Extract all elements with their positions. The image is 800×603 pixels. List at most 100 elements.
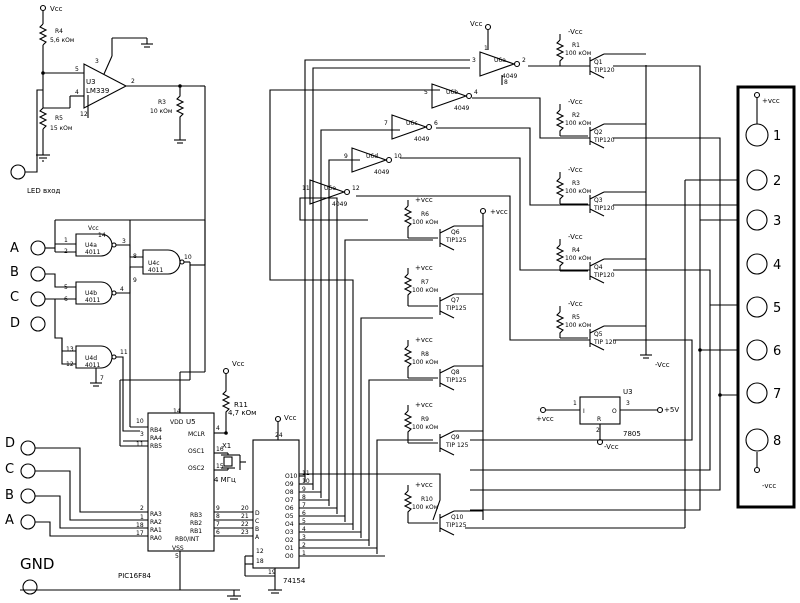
resistor-ref: R1 bbox=[572, 42, 580, 49]
svg-text:11: 11 bbox=[120, 349, 128, 356]
plus-vcc-label: +vcc bbox=[415, 196, 433, 204]
decoder-output-name: O3 bbox=[285, 529, 294, 536]
resistor-r11 bbox=[221, 373, 231, 433]
inverter-out-pin: 12 bbox=[352, 185, 360, 192]
r5-value: 15 кОм bbox=[50, 125, 72, 132]
transistor-part: TIP 120 bbox=[593, 339, 617, 346]
connector-pin-6[interactable] bbox=[746, 339, 768, 361]
minus-vcc-label: -Vcc bbox=[568, 98, 583, 106]
resistor-ref: R4 bbox=[572, 247, 580, 254]
resistor-value: 100 кОм bbox=[412, 219, 438, 226]
vcc-terminal-icon bbox=[479, 207, 487, 215]
svg-text:I: I bbox=[583, 408, 585, 415]
r5-ref: R5 bbox=[55, 115, 63, 122]
svg-text:1: 1 bbox=[573, 400, 577, 407]
gnd-jack[interactable] bbox=[22, 579, 38, 595]
connector-pin-7[interactable] bbox=[746, 382, 768, 404]
input-jack-a[interactable] bbox=[30, 240, 46, 256]
mcu-input-jack-b[interactable] bbox=[20, 488, 36, 504]
resistor-value: 100 кОм bbox=[565, 322, 591, 329]
svg-text:VDD: VDD bbox=[170, 419, 184, 426]
inverter-in-pin: 7 bbox=[384, 120, 388, 127]
led-input-jack[interactable] bbox=[10, 164, 26, 180]
svg-text:D: D bbox=[255, 510, 260, 517]
decoder-output-name: O4 bbox=[285, 521, 294, 528]
connector-pin-1[interactable] bbox=[745, 123, 769, 147]
output-connector-block bbox=[736, 85, 796, 509]
svg-text:R11: R11 bbox=[234, 401, 248, 409]
vcc-terminal-icon bbox=[274, 415, 282, 423]
pnp-base-resistor bbox=[403, 345, 413, 378]
minus-vcc-label: -Vcc bbox=[568, 300, 583, 308]
svg-text:RB5: RB5 bbox=[150, 443, 162, 450]
resistor-value: 100 кОм bbox=[565, 188, 591, 195]
svg-text:6: 6 bbox=[216, 529, 220, 536]
decoder-output-pin: 3 bbox=[302, 534, 306, 541]
svg-text:10: 10 bbox=[136, 418, 144, 425]
svg-text:Vcc: Vcc bbox=[284, 414, 297, 422]
decoder-part-label: 74154 bbox=[283, 577, 306, 585]
svg-text:7805: 7805 bbox=[623, 430, 641, 438]
input-jack-c[interactable] bbox=[30, 291, 46, 307]
svg-text:12: 12 bbox=[256, 548, 264, 555]
decoder-output-name: O10 bbox=[285, 473, 298, 480]
inverter-out-pin: 6 bbox=[434, 120, 438, 127]
mcu-input-jack-d[interactable] bbox=[20, 440, 36, 456]
svg-text:9: 9 bbox=[133, 277, 137, 284]
connector-pin-label: 8 bbox=[773, 434, 781, 449]
inverter-ref: U6e bbox=[324, 185, 336, 192]
svg-text:Vcc: Vcc bbox=[232, 360, 245, 368]
inverter-u6a-icon bbox=[479, 51, 516, 77]
mcu-input-jack-a[interactable] bbox=[20, 514, 36, 530]
decoder-output-pin: 5 bbox=[302, 518, 306, 525]
connector-pin-2[interactable] bbox=[746, 169, 768, 191]
svg-text:Vcc: Vcc bbox=[88, 225, 99, 232]
svg-text:2: 2 bbox=[140, 505, 144, 512]
inverter-part: 4049 bbox=[454, 105, 469, 112]
input-jack-b[interactable] bbox=[30, 266, 46, 282]
inverter-part: 4049 bbox=[414, 136, 429, 143]
svg-text:RA4: RA4 bbox=[150, 435, 162, 442]
npn-base-resistor bbox=[555, 311, 565, 338]
svg-text:4011: 4011 bbox=[148, 267, 163, 274]
decoder-output-name: O1 bbox=[285, 545, 294, 552]
resistor-value: 100 кОм bbox=[412, 504, 438, 511]
svg-text:1: 1 bbox=[64, 237, 68, 244]
inverter-out-pin: 10 bbox=[394, 153, 402, 160]
resistor-ref: R10 bbox=[421, 496, 433, 503]
connector-pin-4[interactable] bbox=[746, 253, 768, 275]
input-jack-d[interactable] bbox=[30, 316, 46, 332]
gates-section: Vcc 14 U4a 4011 1 2 3 U4c 4011 8 9 10 U4… bbox=[10, 219, 206, 432]
pnp-base-resistor bbox=[403, 273, 413, 306]
svg-text:14: 14 bbox=[98, 232, 106, 239]
svg-text:4011: 4011 bbox=[85, 297, 100, 304]
inverter-in-pin: 9 bbox=[344, 153, 348, 160]
npn-base-resistor bbox=[555, 39, 565, 66]
connector-pin-5[interactable] bbox=[746, 296, 768, 318]
svg-text:U3: U3 bbox=[623, 388, 633, 396]
transistor-part: TIP 125 bbox=[445, 442, 469, 449]
svg-text:3: 3 bbox=[626, 400, 630, 407]
transistor-ref: Q7 bbox=[451, 297, 460, 304]
decoder-output-name: O9 bbox=[285, 481, 294, 488]
svg-text:VSS: VSS bbox=[172, 545, 184, 552]
svg-text:12: 12 bbox=[80, 111, 88, 118]
connector-pin-8[interactable] bbox=[745, 428, 769, 452]
svg-text:Vcc: Vcc bbox=[470, 20, 483, 28]
transistor-ref: Q3 bbox=[594, 197, 603, 204]
inverter-u6c-icon bbox=[391, 114, 428, 140]
connector-pin-label: 4 bbox=[773, 258, 781, 273]
decoder-output-pin: 6 bbox=[302, 510, 306, 517]
crystal-x1-icon bbox=[223, 456, 233, 467]
inverter-out-pin: 4 bbox=[474, 89, 478, 96]
svg-text:A: A bbox=[5, 513, 14, 528]
transistor-ref: Q4 bbox=[594, 264, 603, 271]
svg-text:RB1: RB1 bbox=[190, 528, 202, 535]
resistor-ref: R6 bbox=[421, 211, 429, 218]
svg-text:3: 3 bbox=[140, 431, 144, 438]
connector-pin-3[interactable] bbox=[746, 209, 768, 231]
mcu-input-jack-c[interactable] bbox=[20, 463, 36, 479]
transistor-part: TIP125 bbox=[445, 377, 467, 384]
